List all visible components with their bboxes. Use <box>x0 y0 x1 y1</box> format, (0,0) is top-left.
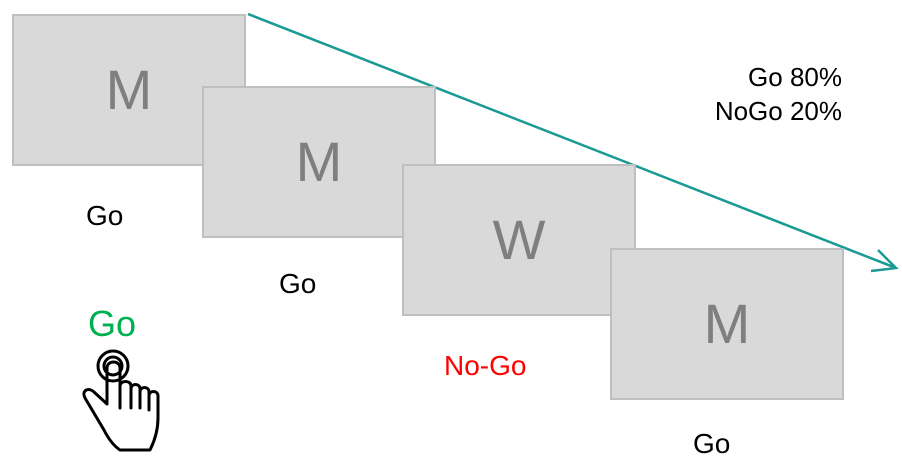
response-label-2: Go <box>279 268 317 299</box>
stimulus-letter: M <box>105 58 153 121</box>
go-legend-label: Go <box>88 303 137 344</box>
stimulus-letter: W <box>492 208 546 271</box>
stimulus-letter: M <box>295 130 343 193</box>
response-label-1: Go <box>86 200 124 231</box>
stimulus-letter: M <box>703 292 751 355</box>
nogo-proportion: NoGo 20% <box>714 96 842 126</box>
stimulus-card-4: M <box>610 248 844 400</box>
stimulus-card-2: M <box>202 86 436 238</box>
pointing-hand-icon <box>82 349 160 452</box>
trial-proportions: Go 80% NoGo 20% <box>715 60 842 128</box>
response-label-3: No-Go <box>444 350 527 381</box>
go-proportion: Go 80% <box>748 62 842 92</box>
response-label-4: Go <box>693 428 731 459</box>
stimulus-card-3: W <box>402 164 636 316</box>
